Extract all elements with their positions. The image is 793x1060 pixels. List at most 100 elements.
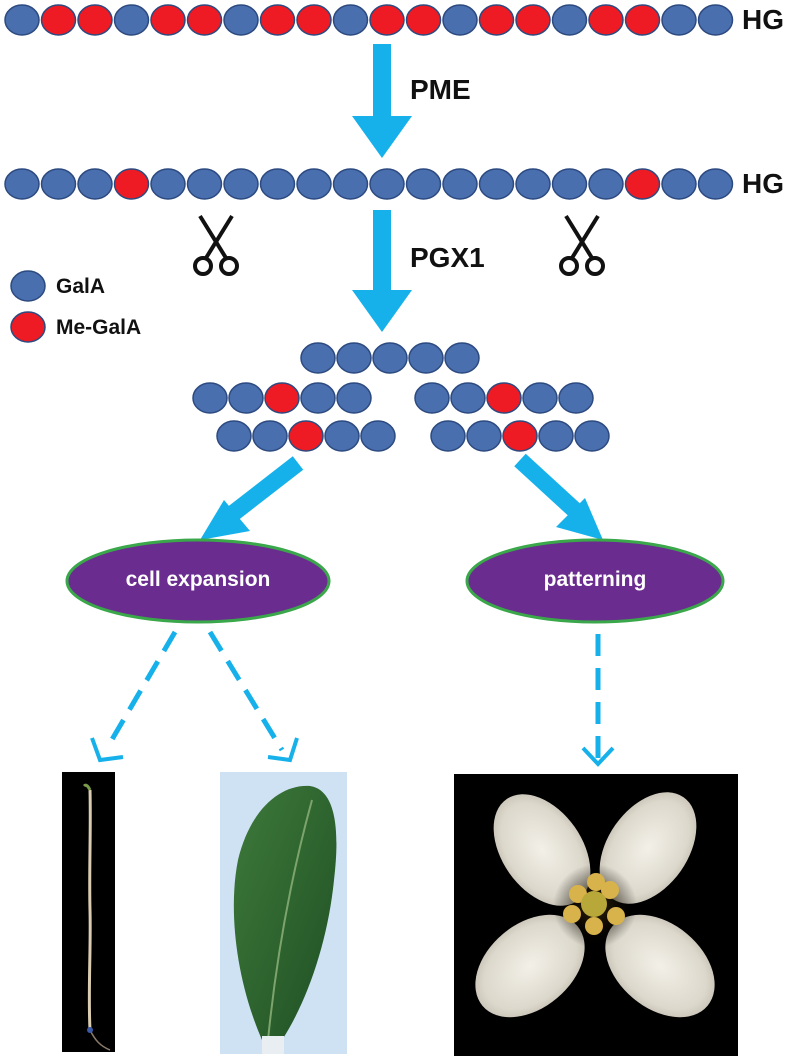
hg-chain-methylated xyxy=(4,4,734,36)
gala-unit xyxy=(223,168,259,200)
gala-unit xyxy=(332,168,369,200)
legend-label-me-gala: Me-GalA xyxy=(56,316,142,339)
me-gala-unit xyxy=(588,4,624,36)
fragment-chain xyxy=(192,382,372,414)
gala-unit xyxy=(558,382,594,414)
gala-unit xyxy=(515,168,551,200)
gala-unit xyxy=(414,382,450,414)
me-gala-unit xyxy=(264,382,300,414)
legend-label-gala: GalA xyxy=(56,275,106,298)
gala-unit xyxy=(300,382,336,414)
gala-unit xyxy=(538,420,574,452)
enzyme-pgx1-label: PGX1 xyxy=(410,242,485,273)
leaf-photo xyxy=(220,772,347,1054)
gala-unit xyxy=(192,382,228,414)
me-gala-unit xyxy=(502,420,538,452)
gala-unit xyxy=(252,420,288,452)
gala-unit xyxy=(661,4,697,36)
cell-expansion-label: cell expansion xyxy=(125,568,271,591)
gala-unit xyxy=(574,420,610,452)
gala-unit xyxy=(697,4,734,36)
dashed-arrow-to-flower xyxy=(581,634,615,767)
gala-unit xyxy=(186,168,223,200)
fragment-chain xyxy=(414,382,594,414)
me-gala-unit xyxy=(150,4,186,36)
arrow-to-cell-expansion xyxy=(200,456,304,540)
gala-unit xyxy=(408,342,444,374)
gala-unit xyxy=(405,168,442,200)
dashed-arrow-to-leaf xyxy=(207,630,299,763)
gala-unit xyxy=(300,342,336,374)
gala-unit xyxy=(588,168,624,200)
me-gala-unit xyxy=(405,4,442,36)
fragment-chain xyxy=(216,420,396,452)
gala-unit xyxy=(77,168,113,200)
gala-unit xyxy=(296,168,332,200)
gala-unit xyxy=(442,4,478,36)
me-gala-unit xyxy=(478,4,515,36)
me-gala-unit xyxy=(186,4,223,36)
me-gala-unit xyxy=(369,4,405,36)
gala-unit xyxy=(444,342,480,374)
gala-unit xyxy=(228,382,264,414)
me-gala-unit xyxy=(515,4,551,36)
flower-photo xyxy=(454,774,738,1056)
hg-label-top: HG xyxy=(742,4,784,35)
gala-unit xyxy=(661,168,697,200)
gala-unit xyxy=(551,4,588,36)
gala-unit xyxy=(369,168,405,200)
gala-unit xyxy=(450,382,486,414)
me-gala-unit xyxy=(624,4,661,36)
me-gala-unit xyxy=(624,168,661,200)
scissors-icon xyxy=(193,214,239,276)
gala-unit xyxy=(113,4,150,36)
gala-unit xyxy=(478,168,515,200)
galacturonan-chains xyxy=(4,4,734,452)
me-gala-unit xyxy=(486,382,522,414)
gala-unit xyxy=(259,168,296,200)
patterning-oval xyxy=(465,538,725,624)
gala-unit xyxy=(336,342,372,374)
legend-gala-swatch xyxy=(10,270,46,302)
cell-expansion-oval xyxy=(65,538,331,624)
me-gala-unit xyxy=(296,4,332,36)
gala-unit xyxy=(697,168,734,200)
gala-unit xyxy=(332,4,369,36)
me-gala-unit xyxy=(259,4,296,36)
arrow-to-patterning xyxy=(514,453,603,540)
enzyme-pme-label: PME xyxy=(410,74,471,105)
arrow-pgx1 xyxy=(352,210,412,332)
me-gala-unit xyxy=(77,4,113,36)
me-gala-unit xyxy=(288,420,324,452)
patterning-label: patterning xyxy=(543,568,647,591)
legend-me-gala-swatch xyxy=(10,311,46,343)
dashed-arrow-to-root xyxy=(90,630,178,763)
gala-unit xyxy=(522,382,558,414)
gala-unit xyxy=(430,420,466,452)
gala-unit xyxy=(360,420,396,452)
gala-unit xyxy=(442,168,478,200)
gala-unit xyxy=(4,4,40,36)
gala-unit xyxy=(150,168,186,200)
fragment-chain xyxy=(300,342,480,374)
gala-unit xyxy=(223,4,259,36)
hg-label-second: HG xyxy=(742,168,784,199)
legend xyxy=(10,270,46,343)
fragment-chain xyxy=(430,420,610,452)
gala-unit xyxy=(372,342,408,374)
hg-chain-demethylated xyxy=(4,168,734,200)
arrow-pme xyxy=(352,44,412,158)
me-gala-unit xyxy=(40,4,77,36)
scissors-icon xyxy=(559,214,605,276)
me-gala-unit xyxy=(113,168,150,200)
gala-unit xyxy=(4,168,40,200)
root-photo xyxy=(62,772,115,1052)
gala-unit xyxy=(336,382,372,414)
gala-unit xyxy=(551,168,588,200)
gala-unit xyxy=(324,420,360,452)
gala-unit xyxy=(216,420,252,452)
gala-unit xyxy=(466,420,502,452)
gala-unit xyxy=(40,168,77,200)
